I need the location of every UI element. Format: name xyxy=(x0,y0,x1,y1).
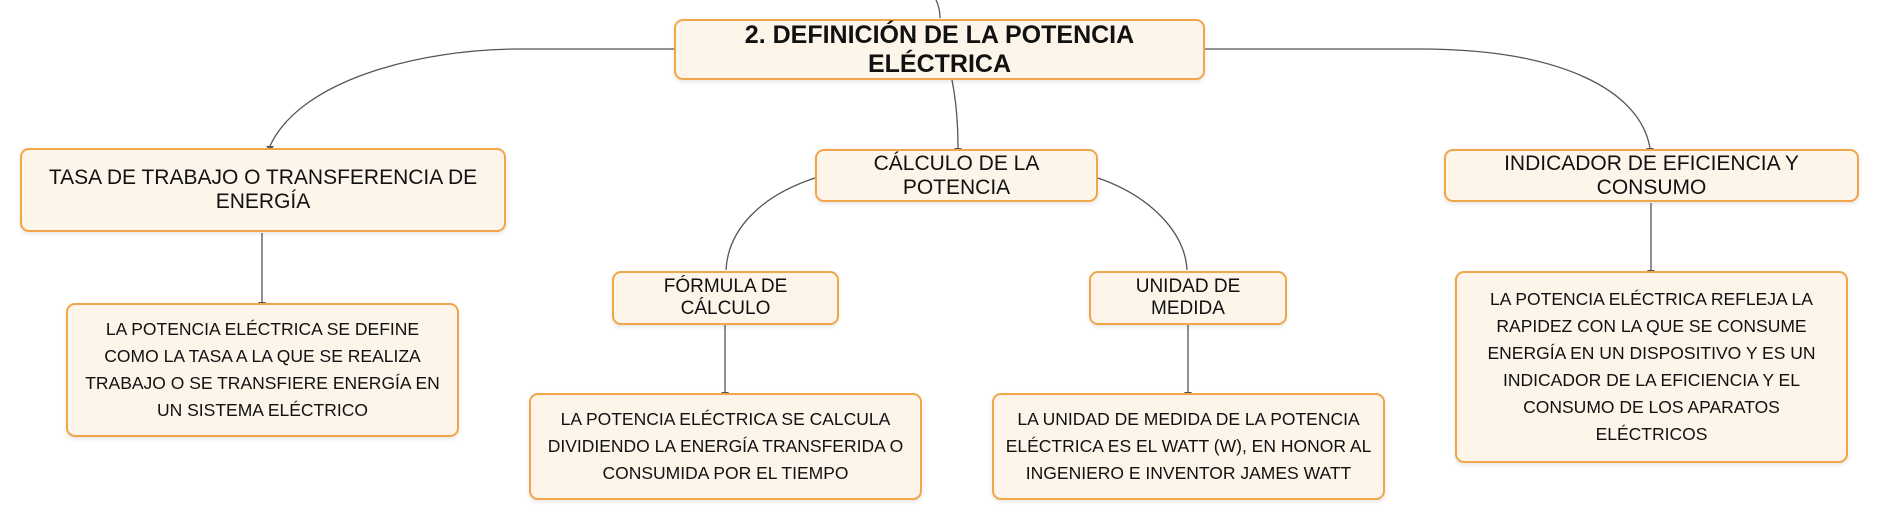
connector-calculo-to-formula xyxy=(725,177,816,271)
subbranch-formula-node[interactable]: FÓRMULA DE CÁLCULO xyxy=(612,271,839,325)
detail-indicador-node[interactable]: LA POTENCIA ELÉCTRICA REFLEJA LA RAPIDEZ… xyxy=(1455,271,1848,463)
connector-root-to-indicador xyxy=(1205,48,1651,149)
branch-calculo-node[interactable]: CÁLCULO DE LA POTENCIA xyxy=(815,149,1098,202)
connector-root-to-tasa xyxy=(269,48,675,147)
branch-tasa-node[interactable]: TASA DE TRABAJO O TRANSFERENCIA DE ENERG… xyxy=(20,148,506,232)
detail-unidad-node[interactable]: LA UNIDAD DE MEDIDA DE LA POTENCIA ELÉCT… xyxy=(992,393,1385,500)
detail-tasa-node[interactable]: LA POTENCIA ELÉCTRICA SE DEFINE COMO LA … xyxy=(66,303,459,437)
connector-root-to-calculo xyxy=(951,79,959,149)
connector-calculo-to-unidad xyxy=(1097,177,1188,271)
detail-formula-node[interactable]: LA POTENCIA ELÉCTRICA SE CALCULA DIVIDIE… xyxy=(529,393,922,500)
branch-indicador-node[interactable]: INDICADOR DE EFICIENCIA Y CONSUMO xyxy=(1444,149,1859,202)
subbranch-unidad-node[interactable]: UNIDAD DE MEDIDA xyxy=(1089,271,1287,325)
root-topic-node[interactable]: 2. DEFINICIÓN DE LA POTENCIA ELÉCTRICA xyxy=(674,19,1205,80)
connector-parent-stub xyxy=(935,0,941,19)
